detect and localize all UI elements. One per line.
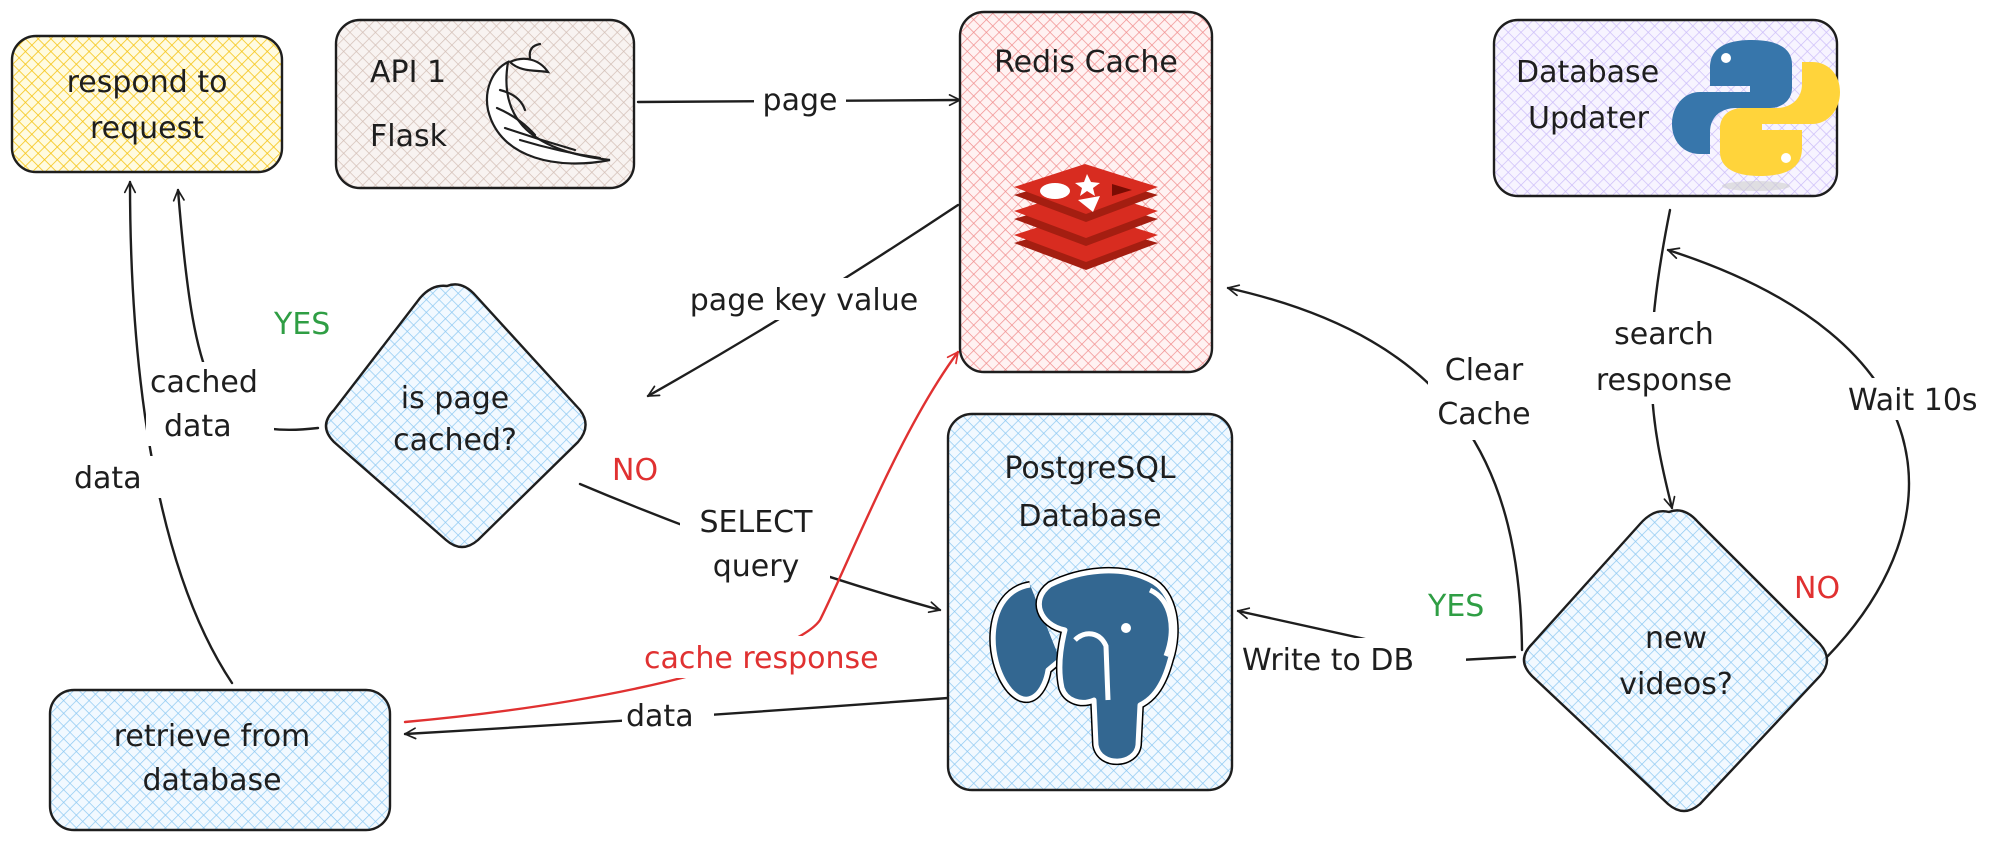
edge-retrieve-to-respond bbox=[123, 180, 234, 685]
is-page-cached-diamond: is page cached? bbox=[324, 283, 587, 549]
label-search-2: response bbox=[1596, 363, 1732, 398]
label-search-1: search bbox=[1614, 317, 1714, 352]
new-videos-diamond: new videos? bbox=[1522, 509, 1829, 813]
postgres-node: PostgreSQL Database bbox=[946, 412, 1234, 792]
respond-line2: request bbox=[90, 111, 204, 146]
retrieve-node: retrieve from database bbox=[48, 688, 392, 832]
api-line2: Flask bbox=[370, 119, 448, 154]
label-yes-cached: YES bbox=[273, 307, 330, 342]
api-node: API 1 Flask bbox=[334, 18, 636, 190]
api-line1: API 1 bbox=[370, 55, 446, 90]
edge-new-q-to-updater bbox=[1666, 247, 1911, 660]
label-select-2: query bbox=[713, 549, 800, 584]
redis-node: Redis Cache bbox=[958, 10, 1214, 374]
label-page-key-value: page key value bbox=[690, 283, 918, 318]
label-no-cached: NO bbox=[612, 453, 658, 488]
postgres-elephant-icon bbox=[989, 567, 1179, 766]
label-cached-data-1: cached bbox=[150, 365, 258, 400]
label-data-bottom: data bbox=[626, 699, 694, 734]
label-write-db: Write to DB bbox=[1242, 643, 1414, 678]
postgres-line2: Database bbox=[1018, 499, 1161, 534]
edge-retrieve-to-redis bbox=[403, 350, 960, 724]
updater-line2: Updater bbox=[1528, 101, 1650, 136]
retrieve-line2: database bbox=[142, 763, 281, 798]
label-no-new: NO bbox=[1794, 571, 1840, 606]
label-wait: Wait 10s bbox=[1848, 383, 1978, 418]
redis-logo-icon bbox=[1014, 164, 1158, 270]
label-select-1: SELECT bbox=[700, 505, 814, 540]
respond-line1: respond to bbox=[67, 65, 228, 100]
new-q-line2: videos? bbox=[1619, 667, 1733, 702]
postgres-line1: PostgreSQL bbox=[1004, 451, 1176, 486]
label-yes-new: YES bbox=[1427, 589, 1484, 624]
new-q-line1: new bbox=[1645, 621, 1707, 656]
respond-node: respond to request bbox=[10, 34, 284, 174]
label-data-left: data bbox=[74, 461, 142, 496]
label-clear-1: Clear bbox=[1445, 353, 1524, 388]
cached-q-line1: is page bbox=[401, 381, 509, 416]
python-logo-icon bbox=[1672, 40, 1840, 191]
label-clear-2: Cache bbox=[1437, 397, 1530, 432]
retrieve-line1: retrieve from bbox=[114, 719, 311, 754]
edge-labels: page page key value YES cached data NO S… bbox=[70, 80, 1996, 736]
label-cache-response: cache response bbox=[644, 641, 879, 676]
label-page: page bbox=[763, 83, 838, 118]
label-cached-data-2: data bbox=[164, 409, 232, 444]
updater-node: Database Updater bbox=[1492, 18, 1840, 198]
redis-title: Redis Cache bbox=[994, 45, 1178, 80]
updater-line1: Database bbox=[1516, 55, 1659, 90]
cached-q-line2: cached? bbox=[393, 423, 517, 458]
flask-horn-icon bbox=[485, 42, 611, 165]
